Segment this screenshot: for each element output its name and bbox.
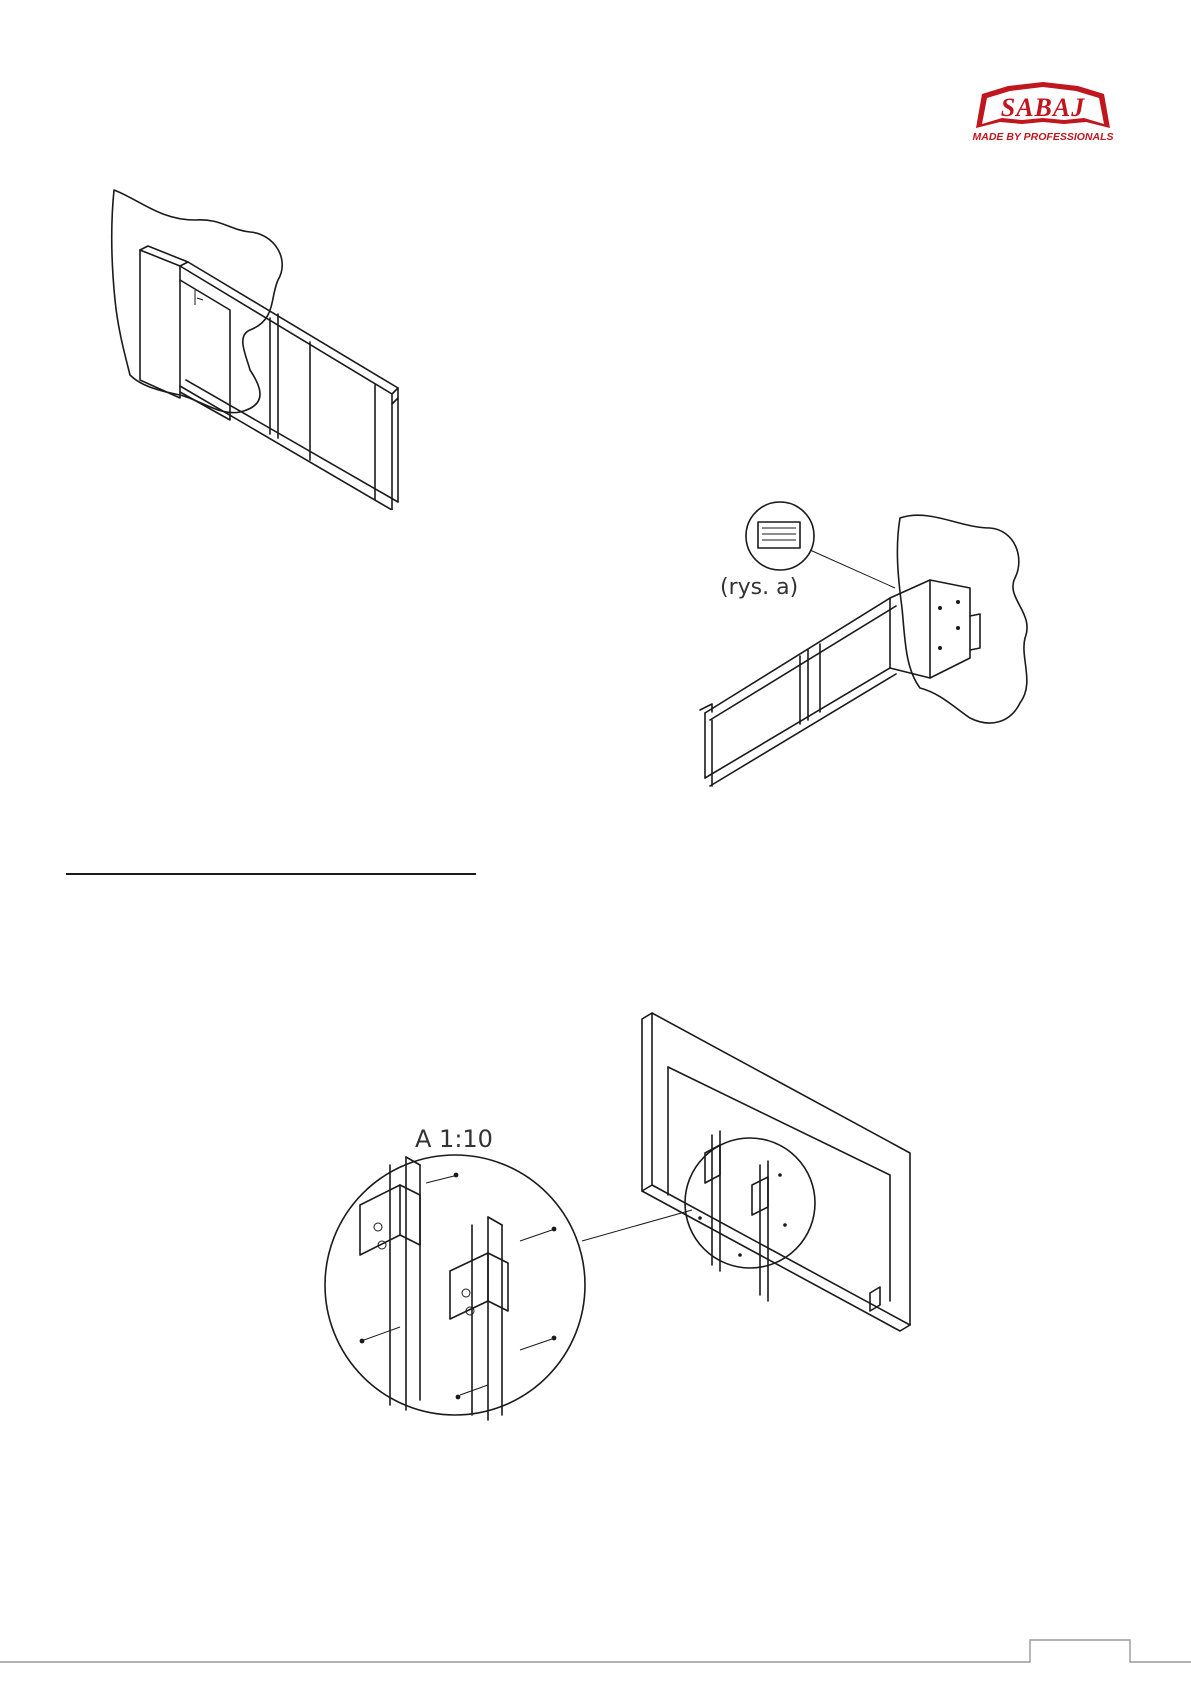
- detail-label-rys-a: (rys. a): [720, 575, 798, 600]
- sabaj-logo: SABAJ MADE BY PROFESSIONALS: [968, 76, 1118, 146]
- wall-mounted-arm-frame-icon: [100, 180, 430, 510]
- logo-wordmark: SABAJ: [1001, 93, 1086, 122]
- figure-wall-mount-detail: (rys. a): [690, 498, 1120, 838]
- detail-scale-label: A 1:10: [415, 1125, 493, 1153]
- section-underline: [66, 873, 476, 875]
- tv-back-vertical-rails-detail-icon: A 1:10: [320, 1005, 920, 1425]
- logo-tagline: MADE BY PROFESSIONALS: [973, 131, 1114, 143]
- figure-tv-rails-detail: A 1:10: [320, 1005, 920, 1425]
- footer: [0, 1638, 1191, 1685]
- wall-mount-with-bracket-detail-icon: (rys. a): [690, 498, 1120, 838]
- figure-wall-frame: [100, 180, 430, 510]
